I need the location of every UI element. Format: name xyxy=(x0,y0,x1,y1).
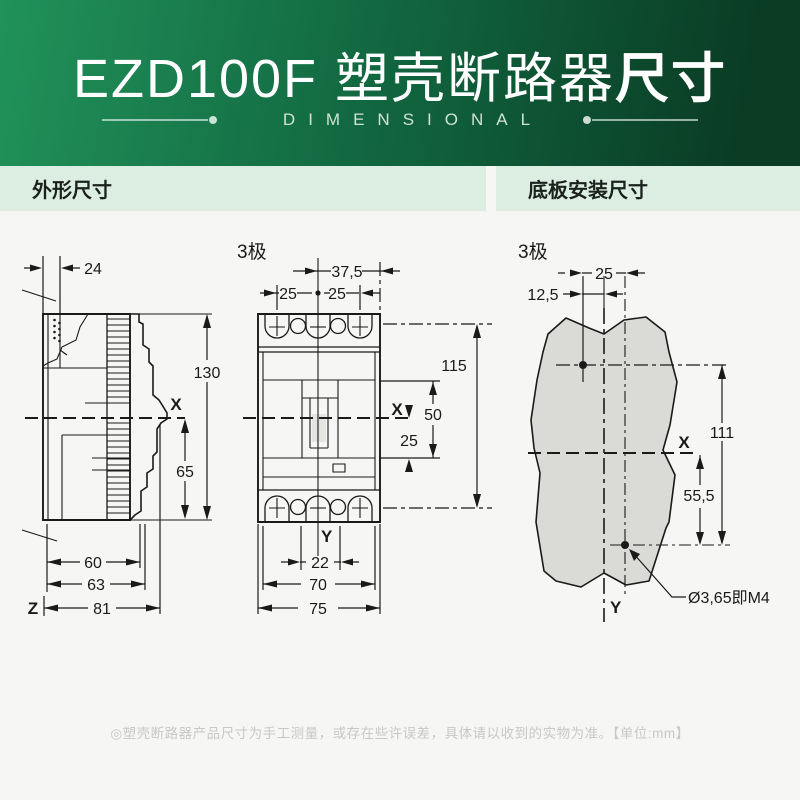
subtitle-left-line xyxy=(101,116,217,124)
mounting-axis-y-label: Y xyxy=(610,598,622,617)
section-title-outline: 外形尺寸 xyxy=(32,180,112,202)
dim-63-label: 63 xyxy=(87,577,105,594)
dim-25-mounting-label: 25 xyxy=(595,266,613,283)
dim-55-5-label: 55,5 xyxy=(683,488,714,505)
dim-81-label: 81 xyxy=(93,601,111,618)
section-title-mounting: 底板安装尺寸 xyxy=(528,180,648,202)
front-pole-label: 3极 xyxy=(237,241,267,263)
mounting-pole-label: 3极 xyxy=(518,241,548,263)
dim-12-5-label: 12,5 xyxy=(527,287,558,304)
dim-37-5-label: 37,5 xyxy=(331,264,362,281)
mounting-axis-x-label: X xyxy=(678,433,690,452)
side-axis-z-label: Z xyxy=(28,599,38,618)
page-subtitle-row: DIMENSIONAL xyxy=(0,110,800,130)
dim-24-label: 24 xyxy=(84,261,102,278)
front-axis-x-label: X xyxy=(391,400,403,419)
footer-note: ◎塑壳断路器产品尺寸为手工测量，或存在些许误差，具体请以收到的实物为准。【单位:… xyxy=(110,726,690,741)
dim-130-label: 130 xyxy=(194,365,221,382)
dim-65-label: 65 xyxy=(176,464,194,481)
subtitle-right-line xyxy=(583,116,699,124)
dim-25-lower-label: 25 xyxy=(400,433,418,450)
subtitle-left-dot xyxy=(208,116,217,124)
mounting-view-drawing: 3极 25 12,5 X xyxy=(518,241,770,622)
dim-111-label: 111 xyxy=(710,425,734,442)
page-subtitle: DIMENSIONAL xyxy=(282,110,544,129)
section-header-outline: 外形尺寸 xyxy=(0,166,486,211)
side-view-drawing: 24 X 130 xyxy=(21,256,221,618)
dim-70-label: 70 xyxy=(309,577,327,594)
subtitle-right-dot xyxy=(583,116,592,124)
dim-25-right-label: 25 xyxy=(328,286,346,303)
side-axis-x-label: X xyxy=(170,395,182,414)
hole-spec-label: Ø3,65即M4 xyxy=(688,590,770,607)
page-title-regular: EZD100F 塑壳断路器 xyxy=(72,49,616,109)
dim-25-left-label: 25 xyxy=(279,286,297,303)
page-title-bold: 尺寸 xyxy=(615,49,728,109)
front-view-drawing: 3极 xyxy=(237,241,492,618)
dimension-drawings: 24 X 130 xyxy=(21,241,770,622)
header-banner: EZD100F 塑壳断路器尺寸 DIMENSIONAL xyxy=(0,0,800,166)
page-title: EZD100F 塑壳断路器尺寸 xyxy=(0,34,800,113)
dim-60-label: 60 xyxy=(84,555,102,572)
front-axis-y-label: Y xyxy=(321,527,333,546)
dim-115-label: 115 xyxy=(441,358,467,375)
dim-75-label: 75 xyxy=(309,601,327,618)
section-header-mounting: 底板安装尺寸 xyxy=(496,166,800,211)
dim-22-label: 22 xyxy=(311,555,329,572)
dim-50-label: 50 xyxy=(424,407,442,424)
